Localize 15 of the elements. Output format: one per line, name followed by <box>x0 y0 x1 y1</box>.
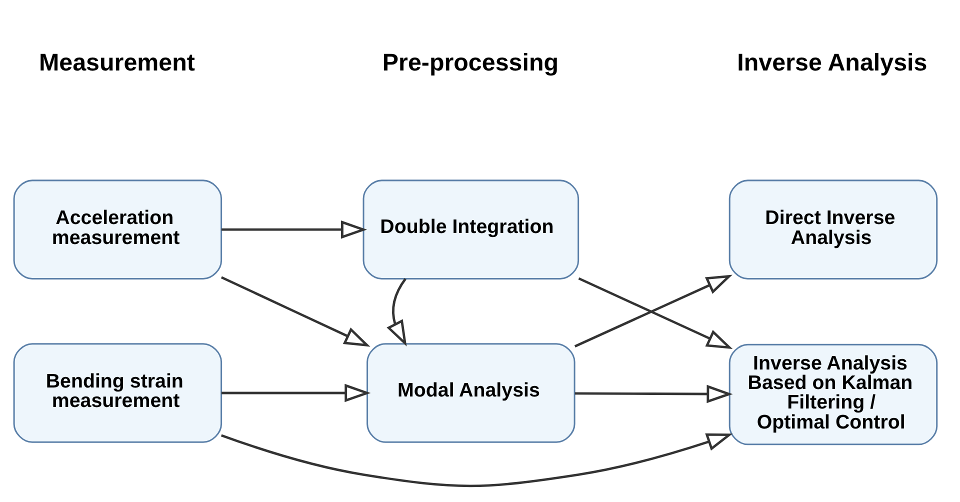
label: Inverse Analysis <box>737 48 928 76</box>
arrow <box>220 276 370 346</box>
label: Pre-processing <box>382 48 559 76</box>
node-box: Modal Analysis <box>366 342 576 442</box>
arrow <box>386 278 407 346</box>
label: Measurement <box>39 48 195 76</box>
node-box: Double Integration <box>362 179 580 280</box>
arrow <box>221 220 368 238</box>
node-box: Bending strain measurement <box>13 342 222 442</box>
arrow <box>574 384 733 403</box>
node-box: Acceleration measurement <box>13 179 222 280</box>
node-box: Direct Inverse Analysis <box>728 179 938 280</box>
node-box: Inverse Analysis Based on Kalman Filtering / Optimal Control <box>728 343 938 445</box>
arrow <box>221 383 371 402</box>
arrow <box>220 432 733 487</box>
